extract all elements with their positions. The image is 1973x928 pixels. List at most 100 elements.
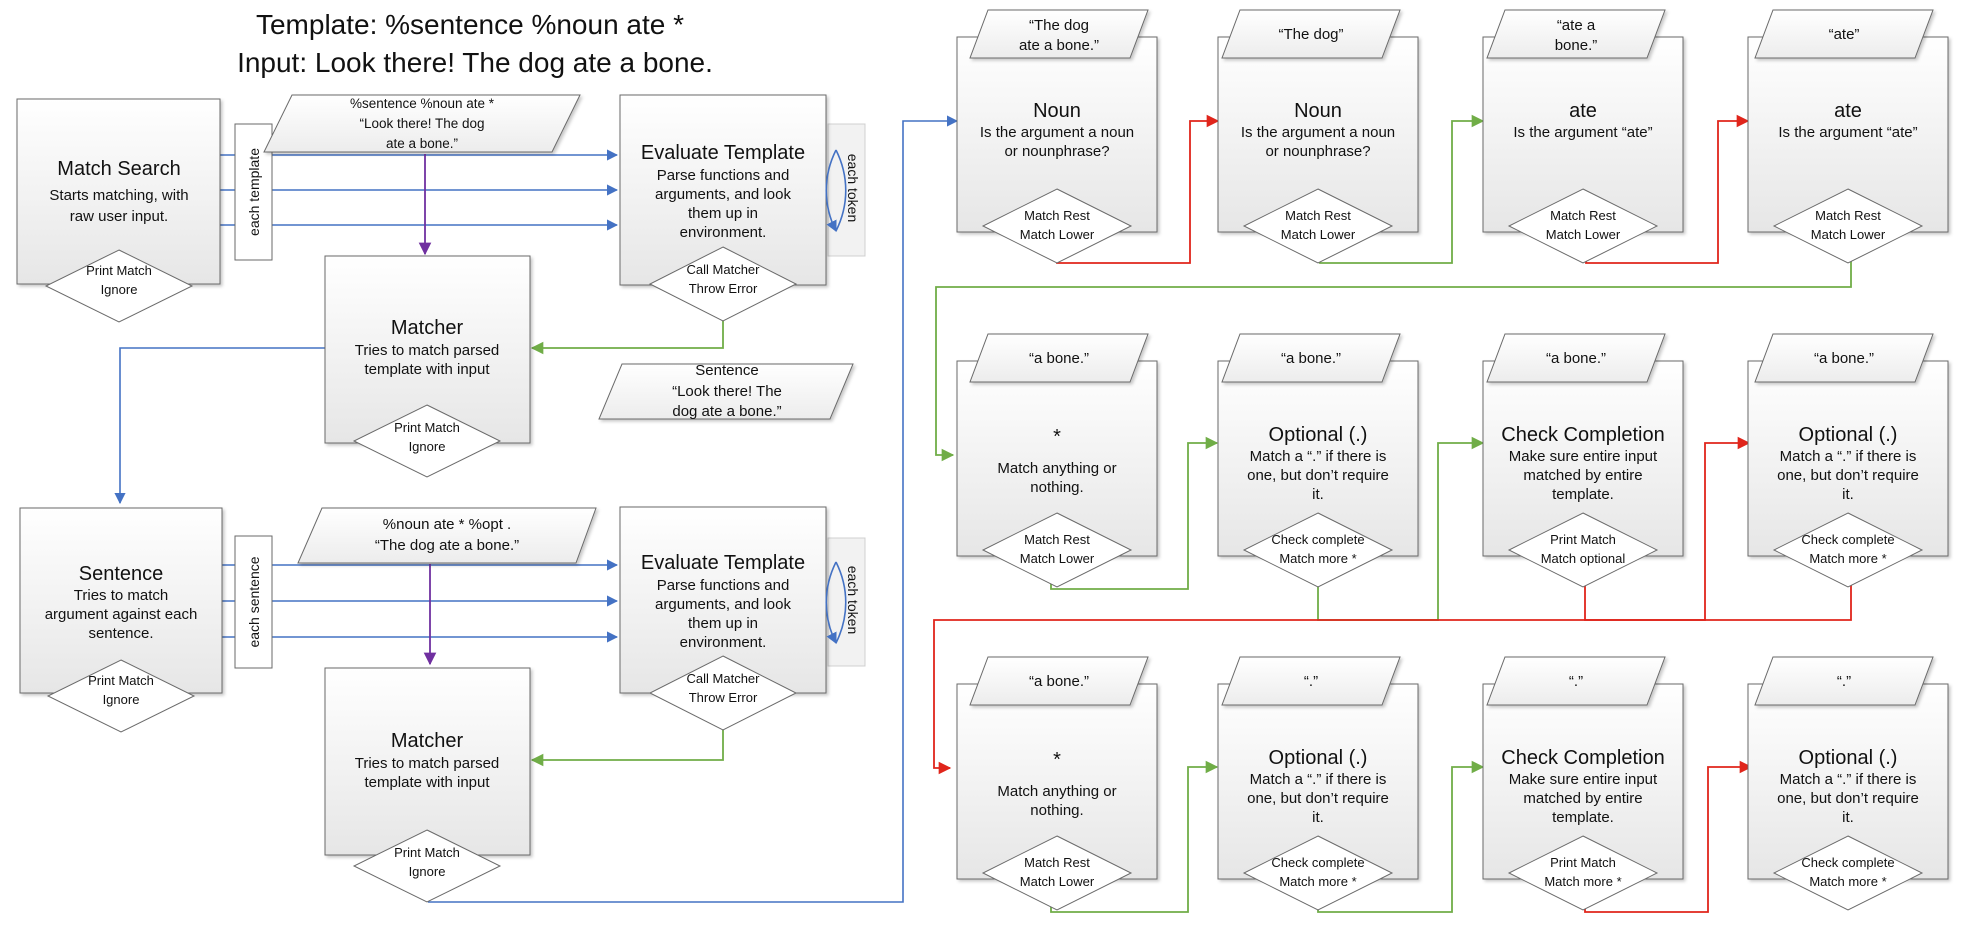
match-search-title: Match Search	[57, 158, 180, 180]
decision-diamond	[1507, 835, 1659, 911]
decision-label: Print Match	[394, 420, 460, 435]
evaluate-desc: them up in	[688, 615, 758, 632]
input-fragment: bone.”	[1555, 37, 1598, 54]
input-fragment-shape	[1754, 656, 1934, 706]
decision-label: Match Rest	[1024, 208, 1090, 223]
each-sentence-label: each sentence	[246, 556, 262, 647]
matcher-node: “.”Optional (.)Match a “.” if there ison…	[1217, 656, 1419, 911]
decision-label: Match Lower	[1020, 874, 1095, 889]
matcher-2-decision	[352, 829, 502, 903]
input-fragment: “a bone.”	[1546, 350, 1606, 367]
node-desc: nothing.	[1030, 479, 1083, 496]
input-fragment: “a bone.”	[1814, 350, 1874, 367]
node-desc: Match anything or	[997, 783, 1116, 800]
decision-diamond	[1242, 188, 1394, 264]
node-title: Noun	[1294, 100, 1342, 122]
matcher-node: “.”Optional (.)Match a “.” if there ison…	[1747, 656, 1949, 911]
node-desc: or nounphrase?	[1265, 143, 1370, 160]
each-template-label: each template	[246, 148, 262, 236]
node-title: ate	[1834, 100, 1862, 122]
decision-label: Match more *	[1809, 874, 1886, 889]
decision-label: Check complete	[1271, 532, 1364, 547]
matcher-node: “a bone.”Optional (.)Match a “.” if ther…	[1747, 333, 1949, 588]
sentence-note-shape	[598, 363, 854, 420]
token-loop-arc	[835, 561, 847, 644]
node-title: Optional (.)	[1799, 747, 1898, 769]
decision-label: Match more *	[1279, 551, 1356, 566]
match-search-node: Match Search Starts matching, with raw u…	[16, 98, 221, 323]
input2-line: “The dog ate a bone.”	[375, 537, 519, 554]
connector	[933, 577, 1852, 775]
token-loop-arc	[835, 149, 847, 232]
decision-label: Check complete	[1801, 532, 1894, 547]
input-fragment-shape	[1221, 9, 1401, 59]
input-fragment-shape	[1486, 333, 1666, 383]
node-desc: matched by entire	[1523, 467, 1642, 484]
each-sentence-strip	[234, 535, 273, 669]
node-desc: matched by entire	[1523, 790, 1642, 807]
node-desc: Is the argument a noun	[980, 124, 1134, 141]
matcher-2-box	[324, 667, 531, 856]
input-fragment: “The dog”	[1278, 26, 1343, 43]
node-title: Optional (.)	[1269, 747, 1368, 769]
decision-label: Match Lower	[1546, 227, 1621, 242]
each-token-label: each token	[845, 154, 861, 223]
connector	[114, 347, 325, 505]
node-desc: or nounphrase?	[1004, 143, 1109, 160]
decision-label: Check complete	[1801, 855, 1894, 870]
sentence-title: Sentence	[79, 563, 164, 585]
connector	[428, 115, 959, 903]
node-desc: one, but don’t require	[1777, 467, 1919, 484]
input-fragment: ate a bone.”	[1019, 37, 1099, 54]
decision-label: Match more *	[1279, 874, 1356, 889]
each-sentence-loop: each sentence	[234, 535, 273, 669]
matcher-1-node: Matcher Tries to match parsed template w…	[324, 255, 531, 478]
decision-label: Match more *	[1544, 874, 1621, 889]
sentence-note: Sentence “Look there! The dog ate a bone…	[598, 362, 854, 420]
decision-label: Check complete	[1271, 855, 1364, 870]
decision-label: Ignore	[101, 282, 138, 297]
decision-label: Ignore	[103, 692, 140, 707]
input1-line: %sentence %noun ate *	[350, 96, 495, 111]
node-desc: Make sure entire input	[1509, 771, 1658, 788]
diagram-title: Template: %sentence %noun ate * Input: L…	[237, 9, 713, 78]
decision-label: Ignore	[409, 864, 446, 879]
evaluate-desc: arguments, and look	[655, 596, 791, 613]
evaluate-title: Evaluate Template	[641, 142, 805, 164]
node-desc: Is the argument “ate”	[1778, 124, 1917, 141]
input1-line: “Look there! The dog	[359, 116, 484, 131]
input2-line: %noun ate * %opt .	[383, 516, 511, 533]
evaluate-desc: Parse functions and	[657, 577, 790, 594]
input-fragment: “ate a	[1557, 17, 1596, 34]
decision-diamond	[1772, 188, 1924, 264]
decision-label: Match Rest	[1815, 208, 1881, 223]
matcher-node: “a bone.”*Match anything ornothing.Match…	[956, 656, 1158, 911]
sentence-note-line: “Look there! The	[672, 383, 782, 400]
decision-label: Print Match	[394, 845, 460, 860]
decision-label: Call Matcher	[687, 262, 761, 277]
node-desc: Is the argument a noun	[1241, 124, 1395, 141]
node-title: Check Completion	[1501, 424, 1664, 446]
sentence-note-line: Sentence	[695, 362, 758, 379]
connector	[530, 320, 724, 355]
connector	[530, 730, 724, 767]
match-search-desc: Starts matching, with	[49, 187, 188, 204]
node-desc: template.	[1552, 809, 1614, 826]
node-title: Optional (.)	[1799, 424, 1898, 446]
input-fragment-shape	[969, 656, 1149, 706]
input-fragment-shape	[1486, 9, 1666, 59]
template-line: Template: %sentence %noun ate *	[256, 9, 684, 40]
node-title: Noun	[1033, 100, 1081, 122]
decision-label: Throw Error	[689, 690, 758, 705]
connector	[1050, 760, 1219, 913]
decision-label: Match Rest	[1550, 208, 1616, 223]
evaluate-desc: them up in	[688, 205, 758, 222]
node-desc: one, but don’t require	[1247, 790, 1389, 807]
decision-label: Print Match	[1550, 532, 1616, 547]
each-template-strip	[234, 123, 273, 261]
input-fragment-shape	[1486, 656, 1666, 706]
node-desc: nothing.	[1030, 802, 1083, 819]
